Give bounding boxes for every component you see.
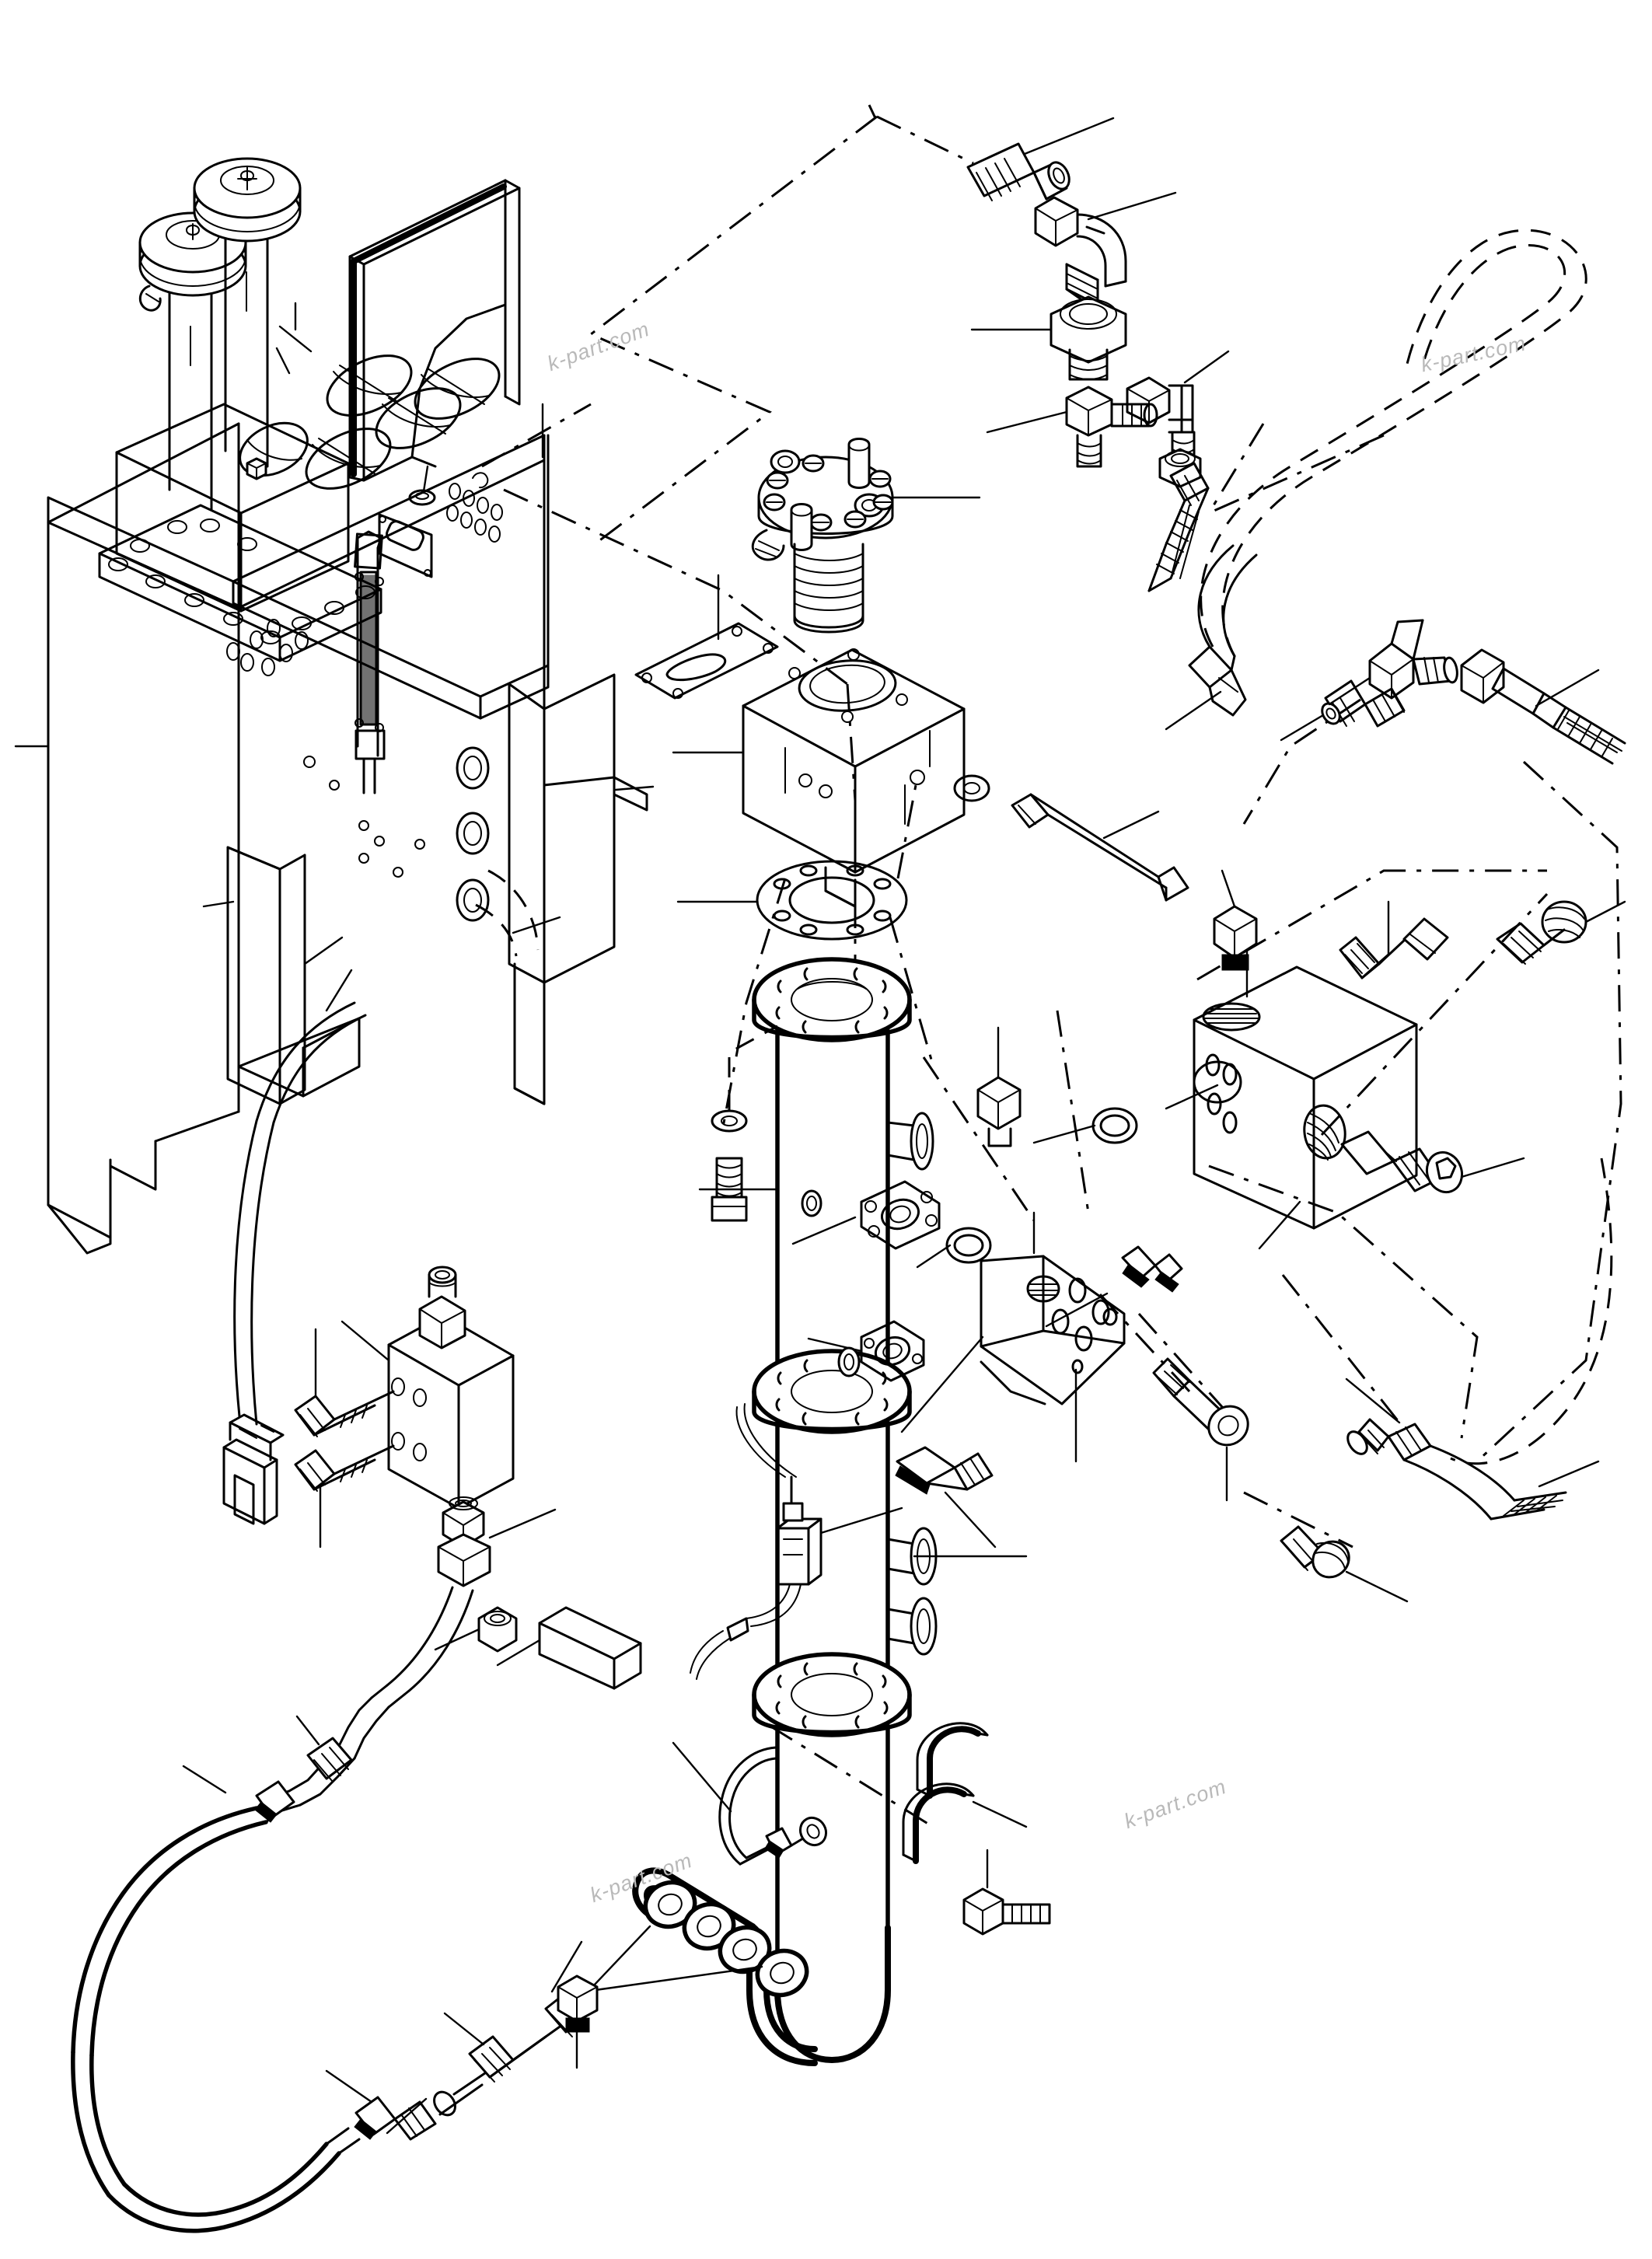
oil-level-gauge xyxy=(354,530,386,794)
cube-retaining-bolt xyxy=(953,721,1189,902)
hex-nut-small xyxy=(1158,448,1202,488)
cylinder-lower-hose xyxy=(672,1741,828,1866)
cylinder-side-port-upper xyxy=(886,1112,934,1171)
flange-gasket xyxy=(676,860,908,941)
union-fitting-below-valve xyxy=(370,1496,557,1709)
small-bracket-left xyxy=(496,1606,642,1690)
pump-mount xyxy=(98,157,382,662)
leader-lines xyxy=(14,302,655,965)
braided-hose-end-upper xyxy=(1147,462,1210,592)
coupler-lower-right xyxy=(1280,1525,1409,1603)
hex-plug-manifold xyxy=(1213,869,1258,971)
deck-bolt-holes xyxy=(446,472,503,543)
tee-fitting-2 xyxy=(1368,619,1458,700)
tank-strainer-openings xyxy=(239,354,501,490)
mid-flange-bolt-holes xyxy=(775,1359,889,1426)
lower-flange-bolt-holes xyxy=(775,1662,889,1729)
cylinder-side-flange xyxy=(791,1180,992,1382)
small-fitting-bracket xyxy=(1045,1245,1183,1328)
socket-bolt-bracket xyxy=(1152,1357,1249,1502)
cylinder-pressure-switch xyxy=(690,1403,903,1680)
solenoid-valve-block xyxy=(294,1266,515,1548)
tee-fitting-1 xyxy=(1065,386,1158,468)
hose-long-upper-right xyxy=(1165,229,1587,731)
top-flange-bolt-holes xyxy=(775,967,889,1034)
breather-cap xyxy=(751,438,981,634)
gasket-bolt-holes xyxy=(773,864,892,936)
hex-bolt-lower-right xyxy=(962,1849,1051,1936)
right-fitting-row xyxy=(1280,619,1626,765)
straight-connector-top xyxy=(966,142,1070,201)
u-bend-pipe xyxy=(557,1867,891,2069)
socket-bolt-manifold xyxy=(1339,900,1449,979)
hex-plug-mid xyxy=(976,1026,1138,1147)
hex-nut-left-bracket xyxy=(434,1606,518,1653)
hex-plug-bottom xyxy=(557,1974,599,2069)
hose-lower-left-1 xyxy=(71,1696,390,2058)
tank-front-ports xyxy=(303,746,490,922)
gasket-plate xyxy=(634,574,779,700)
male-connector-right-1 xyxy=(1321,679,1406,728)
hose-right-lower xyxy=(1345,1157,1613,1521)
cylinder-tube xyxy=(698,957,1028,1992)
cylinder-flange-fastener xyxy=(711,1025,778,1222)
check-valve-cartridge xyxy=(895,1446,997,1548)
quick-coupler-right-upper xyxy=(1496,900,1626,965)
washer-stack xyxy=(643,1880,809,1998)
braided-hose-end-right xyxy=(1460,648,1626,765)
quick-coupler-right-lower xyxy=(1340,1130,1525,1194)
top-right-fittings xyxy=(966,117,1230,592)
pipe-clamp-straps xyxy=(902,1722,1028,1864)
hydraulic-tank xyxy=(47,179,648,1255)
pump-flange-bolts xyxy=(108,518,375,644)
mounting-bracket-plate xyxy=(900,1211,1126,1463)
hose-lower-left-2 xyxy=(71,1940,589,2233)
manifold-block xyxy=(1165,942,1418,1250)
hose-swivel-end-1 xyxy=(1188,645,1247,717)
electrical-connector xyxy=(222,969,367,1525)
cube-top-bolts xyxy=(788,648,908,723)
hex-union-nut xyxy=(1050,295,1127,381)
